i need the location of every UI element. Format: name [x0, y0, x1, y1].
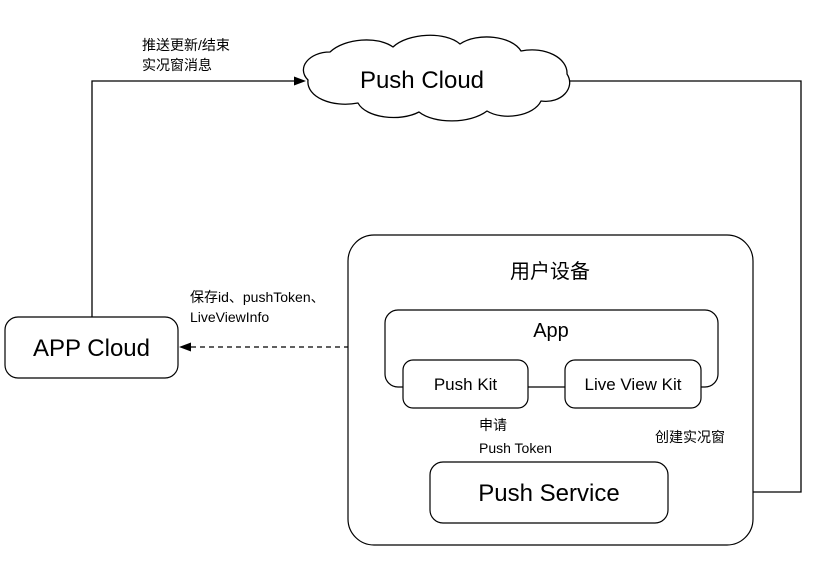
- user-device-label: 用户设备: [510, 260, 590, 283]
- edge-label-save-info-line2: LiveViewInfo: [190, 309, 269, 325]
- push-service-box[interactable]: [429, 461, 669, 524]
- arrowhead-into-push-cloud: [294, 76, 306, 86]
- edge-label-push-update-line2: 实况窗消息: [142, 57, 212, 73]
- app-cloud-box[interactable]: [4, 316, 179, 379]
- cloud-shape: [302, 34, 571, 122]
- app-label: App: [533, 320, 569, 342]
- push-service-label: Push Service: [478, 480, 619, 507]
- live-view-kit-box[interactable]: [564, 359, 702, 409]
- push-kit-label: Push Kit: [434, 375, 498, 394]
- edge-label-apply-token-line1: 申请: [479, 417, 507, 433]
- push-cloud-node[interactable]: [302, 34, 571, 122]
- edge-label-push-update-line1: 推送更新/结束: [142, 37, 230, 53]
- app-cloud-label: APP Cloud: [33, 335, 150, 362]
- edge-appcloud-to-pushcloud: [91, 80, 296, 317]
- edge-label-apply-token-line2: Push Token: [479, 440, 552, 456]
- push-cloud-label: Push Cloud: [360, 67, 484, 94]
- arrowhead-into-app-cloud: [179, 342, 191, 352]
- push-kit-box[interactable]: [402, 359, 529, 409]
- live-view-kit-label: Live View Kit: [584, 375, 681, 394]
- edge-label-save-info-line1: 保存id、pushToken、: [190, 289, 325, 305]
- edge-label-create-live-view: 创建实况窗: [655, 429, 725, 445]
